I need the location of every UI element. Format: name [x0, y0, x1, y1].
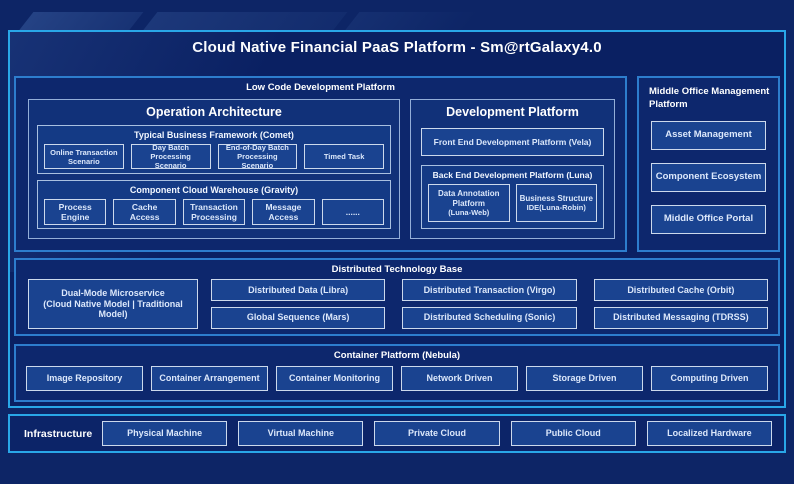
back-end-item-sub: (Luna-Web): [448, 208, 490, 218]
container-item-network-driven: Network Driven: [401, 366, 518, 391]
infrastructure-item-virtual-machine: Virtual Machine: [238, 421, 364, 446]
decorative-streak: [344, 12, 480, 31]
infrastructure-item-private-cloud: Private Cloud: [374, 421, 500, 446]
low-code-section-label: Low Code Development Platform: [246, 82, 395, 93]
back-end-item-sub: IDE(Luna-Robin): [526, 203, 586, 213]
gravity-item-cache-access: Cache Access: [113, 199, 176, 225]
typical-business-framework-group: Typical Business Framework (Comet) Onlin…: [37, 125, 391, 174]
distributed-item-data-libra: Distributed Data (Libra): [211, 279, 386, 301]
infrastructure-item-public-cloud: Public Cloud: [510, 421, 636, 446]
middle-office-item-component-ecosystem: Component Ecosystem: [651, 162, 766, 192]
comet-item-online-transaction-scenario: Online Transaction Scenario: [44, 144, 124, 169]
distributed-technology-base-section: Distributed Technology Base Dual-Mode Mi…: [14, 258, 780, 336]
distributed-item-scheduling-sonic: Distributed Scheduling (Sonic): [402, 306, 577, 329]
decorative-streak: [142, 12, 348, 31]
distributed-item-cache-orbit: Distributed Cache (Orbit): [593, 279, 768, 301]
platform-diagram-frame: Cloud Native Financial PaaS Platform - S…: [8, 30, 786, 408]
container-platform-section: Container Platform (Nebula) Image Reposi…: [14, 344, 780, 402]
back-end-group-title: Back End Development Platform (Luna): [432, 170, 593, 180]
comet-group-title: Typical Business Framework (Comet): [134, 130, 294, 140]
operation-architecture-panel: Operation Architecture Typical Business …: [28, 99, 400, 239]
infrastructure-item-physical-machine: Physical Machine: [102, 421, 228, 446]
decorative-streak: [18, 12, 144, 31]
back-end-item-business-structure-ide: Business Structure IDE(Luna-Robin): [515, 184, 597, 222]
distributed-item-messaging-tdrss: Distributed Messaging (TDRSS): [593, 306, 768, 329]
comet-item-day-batch-processing-scenario: Day Batch Processing Scenario: [130, 143, 211, 170]
dual-mode-detail: (Cloud Native Model | Traditional Model): [43, 298, 183, 320]
distributed-item-transaction-virgo: Distributed Transaction (Virgo): [402, 279, 577, 301]
container-item-container-arrangement: Container Arrangement: [151, 366, 268, 391]
infrastructure-item-localized-hardware: Localized Hardware: [646, 421, 773, 446]
gravity-item-transaction-processing: Transaction Processing: [182, 199, 246, 225]
comet-item-end-of-day-batch-processing-scenario: End-of-Day Batch Processing Scenario: [217, 143, 298, 170]
component-cloud-warehouse-group: Component Cloud Warehouse (Gravity) Proc…: [37, 180, 391, 229]
container-item-container-monitoring: Container Monitoring: [276, 366, 393, 391]
back-end-item-name: Data Annotation Platform: [438, 188, 500, 208]
container-item-image-repository: Image Repository: [26, 366, 143, 391]
gravity-item-message-access: Message Access: [252, 199, 315, 225]
middle-office-item-middle-office-portal: Middle Office Portal: [651, 204, 766, 234]
dual-mode-microservice-box: Dual-Mode Microservice (Cloud Native Mod…: [28, 279, 198, 329]
container-platform-label: Container Platform (Nebula): [333, 350, 461, 361]
infrastructure-section: Infrastructure Physical Machine Virtual …: [8, 414, 786, 453]
dual-mode-name: Dual-Mode Microservice: [61, 287, 165, 298]
gravity-item-ellipsis: ......: [321, 199, 385, 225]
middle-office-title: Middle Office Management Platform: [649, 86, 770, 110]
container-item-computing-driven: Computing Driven: [651, 366, 768, 391]
distributed-item-global-sequence-mars: Global Sequence (Mars): [211, 306, 386, 329]
middle-office-item-asset-management: Asset Management: [651, 120, 766, 150]
container-item-storage-driven: Storage Driven: [526, 366, 643, 391]
infrastructure-label: Infrastructure: [24, 427, 93, 440]
operation-architecture-title: Operation Architecture: [146, 105, 282, 119]
comet-item-timed-task: Timed Task: [304, 144, 384, 169]
gravity-item-process-engine: Process Engine: [44, 199, 107, 225]
gravity-group-title: Component Cloud Warehouse (Gravity): [129, 185, 299, 195]
back-end-item-data-annotation-platform: Data Annotation Platform (Luna-Web): [428, 184, 510, 222]
development-platform-panel: Development Platform Front End Developme…: [410, 99, 615, 239]
middle-office-management-platform-section: Middle Office Management Platform Asset …: [637, 76, 780, 252]
distributed-section-label: Distributed Technology Base: [331, 264, 463, 275]
low-code-development-platform-section: Low Code Development Platform Operation …: [14, 76, 627, 252]
back-end-item-name: Business Structure: [519, 193, 593, 203]
front-end-development-platform-box: Front End Development Platform (Vela): [421, 128, 604, 156]
page-title: Cloud Native Financial PaaS Platform - S…: [192, 39, 602, 56]
back-end-development-platform-group: Back End Development Platform (Luna) Dat…: [421, 165, 604, 229]
development-platform-title: Development Platform: [446, 105, 579, 119]
